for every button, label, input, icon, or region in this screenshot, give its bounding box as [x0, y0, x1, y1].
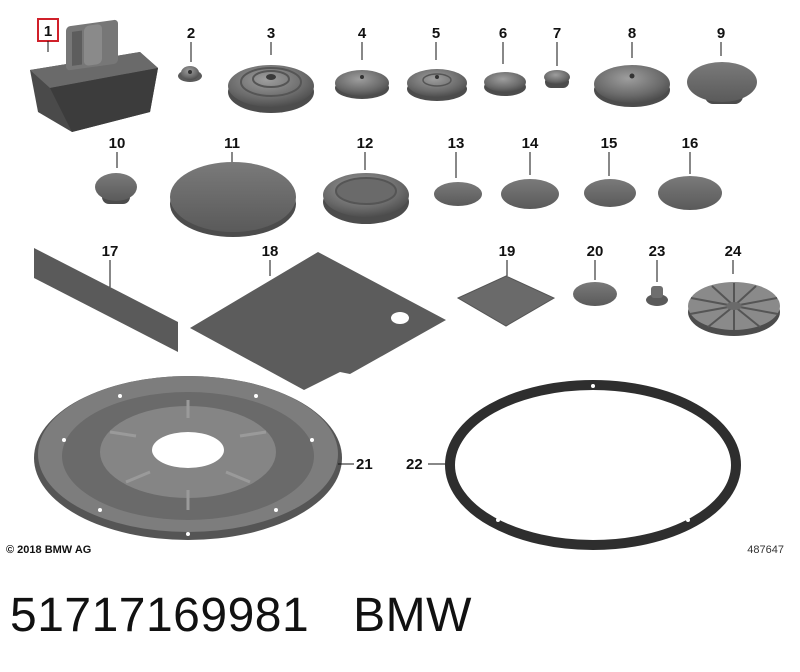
part-8[interactable]: 8 — [594, 25, 670, 107]
cap-plug-icon — [687, 62, 757, 104]
part-number-label: 21 — [356, 456, 373, 473]
part-7[interactable]: 7 — [544, 25, 570, 88]
part-number-label: 4 — [358, 25, 367, 42]
part-21[interactable]: 21 — [34, 376, 373, 540]
part-23[interactable]: 23 — [646, 243, 668, 306]
small-plug-icon — [178, 66, 202, 82]
part-22[interactable]: 22 — [406, 380, 741, 550]
part-3[interactable]: 3 — [228, 25, 314, 113]
part-13[interactable]: 13 — [434, 135, 482, 206]
small-plug-icon — [544, 70, 570, 88]
small-plug-icon — [646, 286, 668, 306]
part-number-label: 6 — [499, 25, 507, 42]
adhesive-strip-icon — [34, 248, 178, 352]
part-number-label: 14 — [522, 135, 539, 152]
part-number-label: 12 — [357, 135, 374, 152]
domed-grommet-icon — [335, 70, 389, 99]
part-19[interactable]: 19 — [456, 243, 556, 327]
sealing-sheet-icon — [190, 252, 446, 390]
part-number-label: 8 — [628, 25, 636, 42]
diagram-code: 487647 — [747, 544, 784, 556]
large-cover-plate-icon — [34, 376, 342, 540]
part-number-label: 19 — [499, 243, 516, 260]
part-1-jack-pad[interactable]: 1 — [30, 18, 158, 132]
round-disc-plug-icon — [170, 162, 296, 237]
part-number-label: 7 — [553, 25, 561, 42]
part-5[interactable]: 5 — [407, 25, 467, 101]
part-17[interactable]: 17 — [34, 243, 178, 352]
part-number-label: 22 — [406, 456, 423, 473]
flat-grommet-icon — [484, 72, 526, 96]
ring-grommet-icon — [323, 173, 409, 224]
flat-pad-icon — [573, 282, 617, 306]
flat-pad-icon — [501, 179, 559, 209]
part-number-label: 10 — [109, 135, 126, 152]
part-10[interactable]: 10 — [95, 135, 137, 204]
part-12[interactable]: 12 — [323, 135, 409, 224]
jack-pad-icon — [30, 19, 158, 132]
part-18[interactable]: 18 — [190, 243, 446, 390]
brand-name: BMW — [353, 589, 472, 642]
copyright-notice: © 2018 BMW AG — [6, 544, 91, 556]
flat-pad-icon — [584, 179, 636, 207]
part-15[interactable]: 15 — [584, 135, 636, 207]
part-number-label: 2 — [187, 25, 195, 42]
part-number-label: 11 — [224, 135, 240, 152]
part-number-label: 17 — [102, 243, 119, 260]
sealing-ring-icon — [445, 380, 741, 550]
part-number-label: 5 — [432, 25, 440, 42]
square-pad-icon — [456, 275, 556, 327]
domed-grommet-icon — [407, 69, 467, 101]
part-9[interactable]: 9 — [687, 25, 757, 104]
part-number-label: 1 — [44, 23, 52, 40]
part-caption: 51717169981 BMW — [10, 588, 472, 643]
part-number-label: 16 — [682, 135, 699, 152]
large-ribbed-grommet-icon — [228, 65, 314, 113]
part-16[interactable]: 16 — [658, 135, 722, 210]
part-2[interactable]: 2 — [178, 25, 202, 82]
part-11[interactable]: 11 — [170, 135, 296, 237]
part-number-label: 3 — [267, 25, 275, 42]
part-20[interactable]: 20 — [573, 243, 617, 306]
flat-pad-icon — [434, 182, 482, 206]
part-number-label: 18 — [262, 243, 279, 260]
flat-pad-icon — [658, 176, 722, 210]
part-number-label: 13 — [448, 135, 465, 152]
part-number-label: 9 — [717, 25, 725, 42]
part-number: 51717169981 — [10, 589, 310, 642]
part-6[interactable]: 6 — [484, 25, 526, 96]
large-domed-grommet-icon — [594, 65, 670, 107]
cap-plug-icon — [95, 173, 137, 204]
part-number-label: 20 — [587, 243, 604, 260]
ribbed-cover-icon — [688, 282, 780, 336]
part-14[interactable]: 14 — [501, 135, 559, 209]
part-4[interactable]: 4 — [335, 25, 389, 99]
part-number-label: 23 — [649, 243, 666, 260]
part-number-label: 15 — [601, 135, 618, 152]
part-24[interactable]: 24 — [688, 243, 780, 336]
part-number-label: 24 — [725, 243, 742, 260]
